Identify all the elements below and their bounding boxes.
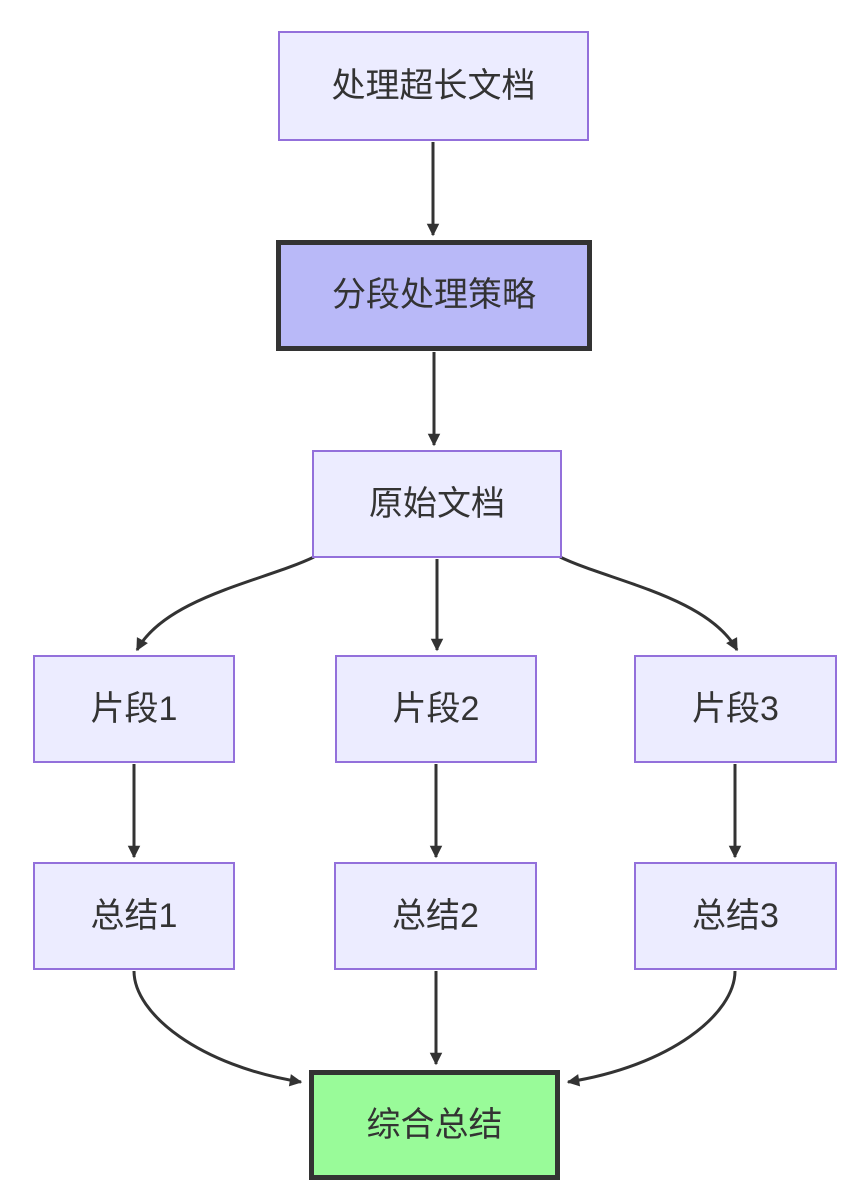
- node-label: 处理超长文档: [331, 66, 536, 105]
- node-label: 总结2: [392, 896, 479, 935]
- node-summary-3: 总结3: [634, 862, 837, 970]
- node-combined-summary: 综合总结: [309, 1070, 560, 1180]
- edge-source-to-fragment1: [135, 555, 315, 652]
- node-label: 原始文档: [369, 484, 505, 523]
- node-segmentation-strategy: 分段处理策略: [276, 240, 592, 351]
- edge-summary3-to-final: [566, 970, 737, 1087]
- node-label: 片段3: [692, 689, 779, 728]
- node-fragment-1: 片段1: [33, 655, 235, 763]
- node-handle-long-document: 处理超长文档: [278, 31, 589, 141]
- node-label: 总结1: [90, 896, 178, 935]
- node-label: 片段1: [90, 689, 178, 728]
- node-label: 分段处理策略: [332, 276, 536, 315]
- node-label: 总结3: [692, 896, 779, 935]
- node-summary-1: 总结1: [33, 862, 235, 970]
- node-summary-2: 总结2: [334, 862, 537, 970]
- node-original-document: 原始文档: [312, 450, 562, 558]
- edge-source-to-fragment3: [559, 555, 739, 652]
- node-label: 片段2: [392, 689, 480, 728]
- node-label: 综合总结: [366, 1105, 503, 1144]
- node-fragment-3: 片段3: [634, 655, 837, 763]
- edge-summary1-to-final: [132, 970, 303, 1087]
- node-fragment-2: 片段2: [335, 655, 537, 763]
